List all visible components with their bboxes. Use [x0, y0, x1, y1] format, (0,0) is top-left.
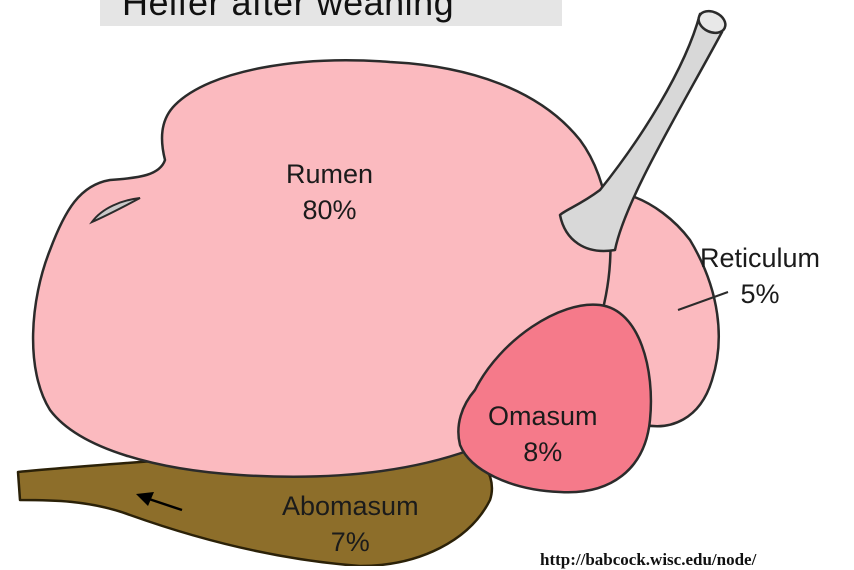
source-url: http://babcock.wisc.edu/node/	[540, 550, 756, 570]
omasum-percent: 8%	[488, 434, 598, 470]
abomasum-label: Abomasum 7%	[282, 488, 419, 560]
reticulum-percent: 5%	[700, 276, 820, 312]
omasum-label: Omasum 8%	[488, 398, 598, 470]
rumen-name: Rumen	[286, 159, 373, 189]
abomasum-percent: 7%	[282, 524, 419, 560]
rumen-label: Rumen 80%	[286, 156, 373, 228]
reticulum-name: Reticulum	[700, 243, 820, 273]
abomasum-name: Abomasum	[282, 491, 419, 521]
reticulum-label: Reticulum 5%	[700, 240, 820, 312]
omasum-name: Omasum	[488, 401, 598, 431]
rumen-percent: 80%	[286, 192, 373, 228]
